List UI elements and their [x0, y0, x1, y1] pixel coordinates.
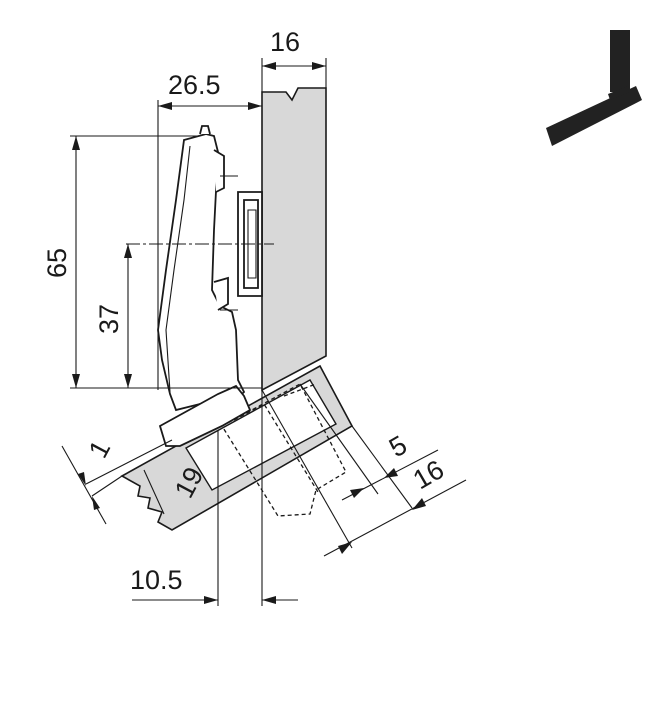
dim-26-5-arrow-l: [158, 102, 172, 110]
dim-16-right-arrow-a: [338, 542, 352, 554]
hinge-arm-inner: [165, 145, 191, 393]
mounting-plate-base: [220, 175, 238, 311]
hidden-cup-outline-3: [283, 383, 317, 397]
dim-65-label: 65: [42, 248, 72, 278]
angled-hinge-position-icon: [546, 30, 642, 146]
dim-10-5-label: 10.5: [130, 565, 183, 595]
dim-1-ext-a: [85, 439, 173, 485]
dim-16-top-arrow-l: [262, 62, 276, 70]
hinge-cup: [158, 384, 252, 447]
mounting-plate-slot: [247, 209, 257, 279]
dim-1-line: [61, 445, 107, 525]
dim-37-arrow-t: [124, 244, 132, 258]
dim-65-arrow-t: [72, 136, 80, 150]
dim-5-label: 5: [384, 430, 412, 463]
dim-37-arrow-b: [124, 374, 132, 388]
hinge-pin: [199, 125, 211, 135]
dim-1-arrow-a: [78, 472, 86, 486]
dim-1-ext-b: [91, 475, 123, 497]
dim-26-5-label: 26.5: [168, 70, 221, 100]
dim-10-5-arrow-l: [204, 596, 218, 604]
dim-16-top-label: 16: [270, 27, 300, 57]
dim-1-label: 1: [83, 435, 117, 462]
hinge-arm: [157, 133, 246, 412]
dim-1-arrow-b: [92, 496, 100, 510]
dim-16-right-ext: [261, 389, 353, 549]
dim-5-arrow-b: [384, 468, 398, 478]
dim-16-right-arrow-b: [412, 498, 426, 510]
dim-19-line: [143, 469, 165, 515]
dim-65-arrow-b: [72, 374, 80, 388]
cabinet-side-panel: [261, 87, 327, 392]
dim-16-top-arrow-r: [312, 62, 326, 70]
dim-5-ext-a: [299, 383, 379, 495]
hinge-connector-lower: [213, 276, 229, 311]
dim-5-ext-b: [351, 425, 413, 509]
dim-10-5-arrow-r: [262, 596, 276, 604]
dim-37-label: 37: [94, 304, 124, 334]
hinge-connector: [213, 149, 225, 193]
dim-26-5-arrow-r: [248, 102, 262, 110]
dim-16-right-label: 16: [408, 454, 449, 495]
dim-5-arrow-a: [350, 488, 364, 498]
